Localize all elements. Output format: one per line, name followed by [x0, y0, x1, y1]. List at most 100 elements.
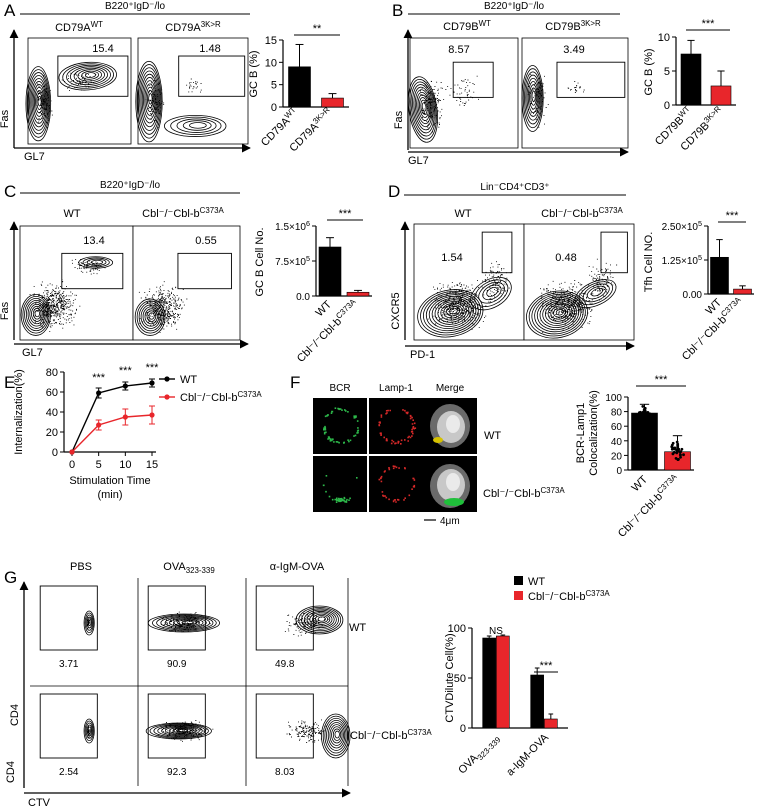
contour — [423, 292, 479, 334]
bar — [482, 637, 496, 729]
bar-xlabel: a-IgM-OVA — [504, 731, 551, 778]
contour — [176, 728, 188, 733]
panel-label: E — [4, 373, 15, 392]
x-tick-label: 10 — [119, 459, 131, 471]
contour — [553, 307, 567, 318]
y-axis-label: Fas — [0, 301, 11, 320]
contour — [86, 724, 93, 737]
contour — [425, 294, 477, 332]
gate-box — [57, 55, 129, 97]
nucleus-bright — [446, 473, 460, 491]
significance: NS — [489, 626, 503, 637]
contour — [85, 72, 96, 78]
significance: *** — [702, 18, 716, 30]
contour — [134, 298, 166, 336]
y-tick-label: 20 — [46, 427, 58, 439]
nucleus-bright — [446, 415, 460, 433]
gate-value: 8.57 — [448, 44, 469, 56]
data-point — [641, 404, 645, 408]
gate-value: 3.71 — [59, 659, 79, 670]
contour — [142, 306, 160, 327]
contour — [486, 287, 499, 297]
flow-plot-G — [255, 693, 351, 759]
gate-box — [556, 61, 626, 98]
column-title: PBS — [70, 561, 92, 573]
data-point — [676, 443, 680, 447]
data-point — [677, 458, 680, 461]
y-tick-label: 100 — [605, 393, 622, 404]
contour — [143, 80, 157, 120]
gate-box — [178, 55, 246, 97]
y-tick-label: 0.0 — [296, 292, 310, 303]
data-point — [96, 390, 102, 396]
x-tick-label: 0 — [69, 459, 75, 471]
bar-ylabel: GC B Cell No. — [254, 227, 266, 296]
lamp1-signal — [378, 409, 417, 445]
row-label: Cbl⁻/⁻Cbl-bC373A — [483, 486, 565, 500]
gate-value: 8.03 — [275, 767, 295, 778]
gate-box — [481, 231, 513, 274]
significance: *** — [339, 208, 353, 220]
facs-title: WT — [63, 208, 80, 220]
contour — [86, 616, 93, 629]
data-point — [670, 443, 674, 447]
legend-label: WT — [528, 576, 545, 588]
significance: *** — [655, 374, 669, 386]
contour — [35, 89, 44, 114]
bar — [733, 288, 752, 295]
contour — [590, 287, 603, 297]
y-tick-label: 1.5×106 — [275, 219, 310, 233]
contour — [144, 83, 156, 116]
contour — [309, 612, 333, 627]
bar — [680, 53, 702, 106]
contour — [157, 724, 203, 737]
x-tick-label: 5 — [96, 459, 102, 471]
contour — [582, 283, 610, 303]
significance: *** — [92, 372, 106, 384]
micrograph-tile — [369, 398, 423, 454]
legend-label: Cbl⁻/⁻Cbl-bC373A — [528, 589, 610, 603]
contour — [172, 728, 191, 734]
contour — [586, 285, 607, 300]
gate-box — [255, 693, 314, 759]
gate-value: 0.55 — [195, 235, 216, 247]
contour — [77, 69, 102, 82]
bar — [318, 246, 342, 297]
contour — [544, 302, 573, 324]
bar-ylabel: Tfh Cell NO. — [643, 232, 655, 293]
contour — [421, 102, 427, 112]
y-tick-label: 5 — [271, 80, 277, 92]
gate-box — [39, 585, 98, 651]
contour — [410, 81, 436, 137]
y-tick-label: 0 — [616, 466, 622, 477]
x-axis-label: GL7 — [408, 155, 429, 167]
gate-box — [452, 61, 494, 98]
contour — [329, 724, 344, 746]
contour — [327, 722, 346, 749]
plot-frame — [523, 223, 635, 341]
contour — [173, 618, 201, 627]
x-axis-unit: (min) — [97, 489, 122, 501]
group-header: Lin⁻CD4⁺CD3⁺ — [480, 182, 549, 193]
contour — [84, 720, 94, 742]
significance: *** — [726, 210, 740, 222]
contour — [136, 300, 164, 334]
y-axis-label: CD4 — [5, 761, 17, 783]
contour — [168, 727, 194, 734]
bar-xlabel: WT — [314, 298, 335, 319]
gate-value: 1.54 — [441, 252, 462, 264]
scatter-dots — [186, 78, 202, 93]
channel-label: Lamp-1 — [379, 383, 413, 394]
y-tick-label: 0.00 — [683, 290, 703, 301]
flow-plot-G — [39, 693, 98, 759]
y-tick-label: 10 — [265, 57, 277, 69]
significance: ** — [313, 23, 322, 35]
y-tick-label: 0 — [271, 102, 277, 114]
contour — [419, 97, 429, 118]
data-point — [640, 414, 644, 417]
contour — [25, 299, 47, 329]
panel-label: F — [290, 373, 300, 392]
x-axis-label: PD-1 — [410, 349, 435, 361]
